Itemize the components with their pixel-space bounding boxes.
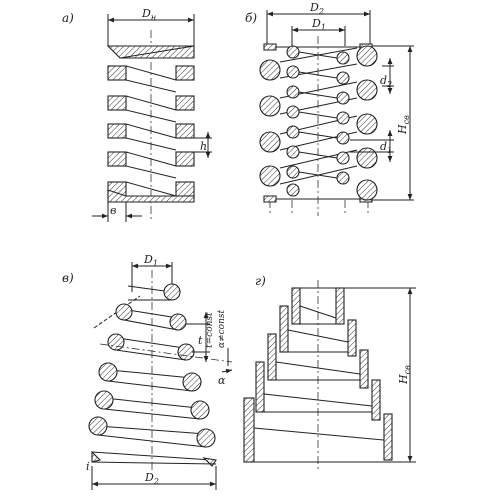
dim-height-label: h: [200, 140, 207, 153]
panel-d: г): [243, 274, 416, 470]
dim-outer-diameter-b-label: D2: [309, 1, 324, 16]
dim-free-height-b-label: Hсв: [396, 115, 411, 135]
dim-d2-label: d2: [380, 74, 392, 89]
dim-bottom-diameter-c-label: D2: [144, 471, 159, 486]
dim-inner-diameter-b-label: D1: [311, 17, 326, 32]
panel-c: в) D1: [62, 253, 233, 490]
dim-width-label: в: [110, 204, 116, 217]
conical-coils: [88, 283, 217, 467]
panel-a-label: а): [62, 11, 74, 25]
panel-c-label: в): [62, 271, 74, 285]
volute-sections: [243, 287, 393, 463]
dim-free-height-d-label: Hсв: [397, 365, 412, 385]
mark-i: i: [86, 460, 90, 473]
panel-b-label: б): [245, 11, 257, 25]
note-angle-variable: α≠const: [217, 310, 227, 348]
panel-a: а) Dн: [62, 7, 212, 222]
note-pitch-constant: t=const: [205, 312, 215, 348]
coil-sections-a: [106, 45, 195, 203]
inner-coils-b: [286, 45, 350, 197]
panel-d-label: г): [255, 274, 266, 288]
dim-outer-diameter-label: Dн: [141, 7, 156, 22]
dim-alpha-label: α: [218, 374, 226, 387]
outer-coils-b: [259, 45, 378, 201]
dim-d1-label: d1: [380, 140, 392, 155]
dim-top-diameter-c-label: D1: [143, 253, 158, 268]
panel-b: б) D2 D1: [245, 1, 414, 216]
dim-pitch-label: t: [198, 334, 203, 347]
